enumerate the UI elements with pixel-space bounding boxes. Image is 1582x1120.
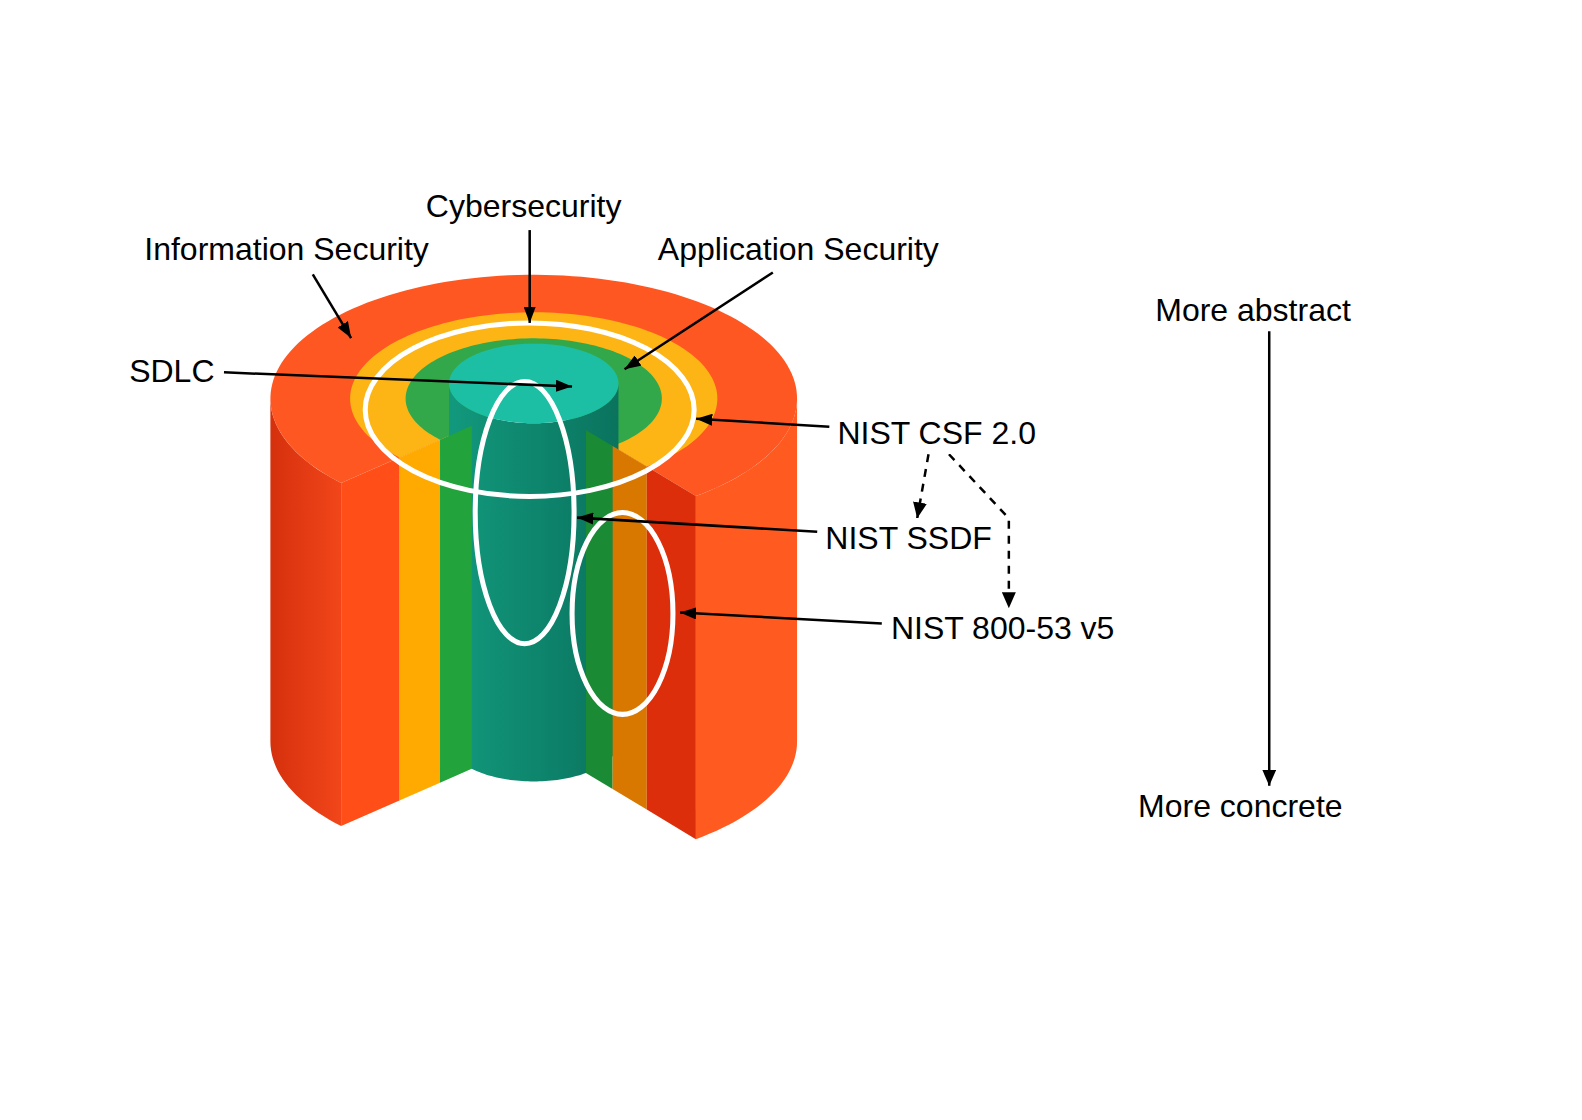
dashed-arrow bbox=[917, 454, 928, 518]
layer-label: SDLC bbox=[126, 351, 217, 392]
highlight-ellipse bbox=[572, 513, 673, 715]
leader-line bbox=[528, 230, 531, 323]
framework-label: NIST CSF 2.0 bbox=[834, 413, 1039, 454]
label-text: NIST 800-53 v5 bbox=[891, 610, 1115, 647]
leader-line bbox=[224, 372, 572, 386]
scale-label: More abstract bbox=[1152, 290, 1354, 331]
cut-face bbox=[613, 446, 647, 810]
cut-face bbox=[440, 426, 472, 783]
leader-line bbox=[625, 272, 773, 369]
highlight-ellipse bbox=[475, 381, 574, 643]
highlight-ellipse bbox=[365, 323, 694, 497]
label-text: NIST CSF 2.0 bbox=[837, 415, 1036, 452]
layer-label: Cybersecurity bbox=[423, 186, 625, 227]
leader-line bbox=[313, 274, 351, 338]
layer-label: Information Security bbox=[141, 229, 432, 270]
label-text: More abstract bbox=[1155, 292, 1351, 329]
scale-label: More concrete bbox=[1135, 786, 1346, 827]
cut-face bbox=[341, 457, 399, 826]
layer-label: Application Security bbox=[655, 229, 942, 270]
framework-label: NIST SSDF bbox=[822, 518, 995, 559]
scale-arrow bbox=[1268, 331, 1271, 786]
leader-line bbox=[680, 612, 882, 623]
leader-line bbox=[577, 518, 817, 532]
label-text: NIST SSDF bbox=[825, 520, 992, 557]
cut-face bbox=[399, 440, 440, 801]
cylinder-layers bbox=[270, 275, 797, 839]
framework-label: NIST 800-53 v5 bbox=[888, 608, 1118, 649]
leader-line bbox=[696, 419, 829, 427]
label-text: More concrete bbox=[1138, 788, 1343, 825]
